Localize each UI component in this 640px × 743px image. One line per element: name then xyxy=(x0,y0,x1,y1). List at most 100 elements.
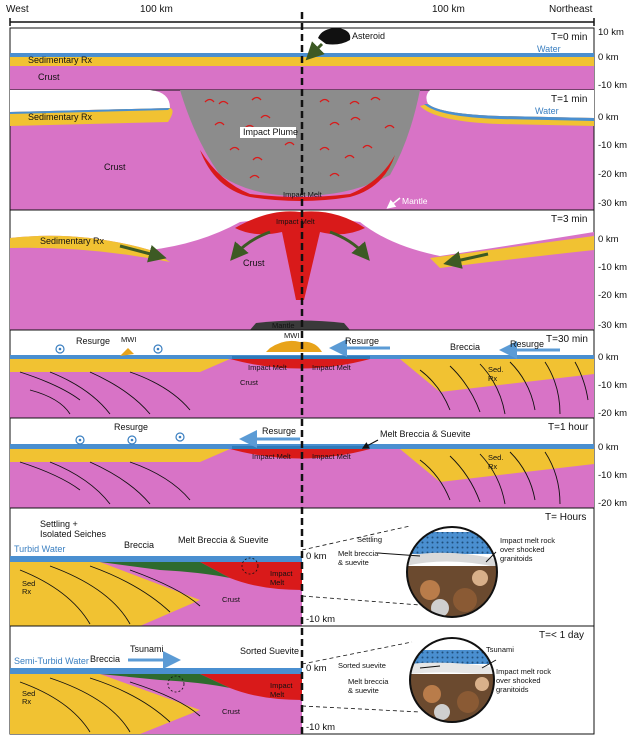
depth-tick: 0 km xyxy=(598,112,619,123)
resurge-left-label: Resurge xyxy=(76,336,110,346)
inset-tsunami-label: Tsunami xyxy=(486,645,514,654)
depth-tick: -10 km xyxy=(598,262,627,273)
inset-right-1: Impact melt rock xyxy=(500,536,555,545)
inset-melt-breccia-label: Melt breccia xyxy=(338,549,379,558)
settling-label: Settling + xyxy=(40,519,78,529)
mwi-center-label: MWI xyxy=(284,331,299,340)
sed-label: Sed. xyxy=(488,453,503,462)
panel-time: T=< 1 day xyxy=(539,630,584,641)
scale-left-label: 100 km xyxy=(140,4,173,15)
melt-label: Melt xyxy=(270,690,285,699)
resurge-arrow-label: Resurge xyxy=(262,426,296,436)
melt-breccia-label: Melt Breccia & Suevite xyxy=(380,429,471,439)
rx-label: Rx xyxy=(22,587,31,596)
depth-tick: 0 km xyxy=(598,352,619,363)
impact-melt-right: Impact Melt xyxy=(312,363,352,372)
depth-tick: -30 km xyxy=(598,198,627,209)
mantle-label: Mantle xyxy=(272,321,295,330)
panel-time: T=1 hour xyxy=(548,422,589,433)
header: West 100 km 100 km Northeast xyxy=(6,4,595,26)
panel-time: T=1 min xyxy=(551,94,587,105)
depth-tick: -20 km xyxy=(598,290,627,301)
crust-label: Crust xyxy=(222,595,241,604)
crust-label: Crust xyxy=(38,72,60,82)
depth-tick: 0 km xyxy=(598,234,619,245)
impact-melt-right: Impact Melt xyxy=(312,452,352,461)
crust-label: Crust xyxy=(222,707,241,716)
crust-label: Crust xyxy=(104,162,126,172)
inset-settling-label: Settling xyxy=(357,535,382,544)
resurge-center-label: Resurge xyxy=(345,336,379,346)
depth-tick: -20 km xyxy=(598,169,627,180)
impact-melt-left: Impact Melt xyxy=(252,452,292,461)
crust-label: Crust xyxy=(243,258,265,268)
panel-time: T=3 min xyxy=(551,214,587,225)
depth-tick: 0 km xyxy=(598,52,619,63)
resurge-right-label: Resurge xyxy=(510,339,544,349)
asteroid-shape xyxy=(318,28,351,45)
depth-tick: -10 km xyxy=(598,380,627,391)
sorted-suevite-label: Sorted Suevite xyxy=(240,646,299,656)
breccia-label: Breccia xyxy=(124,540,154,550)
scale-right-label: 100 km xyxy=(432,4,465,15)
rx-label: Rx xyxy=(488,374,497,383)
inset-right-2: over shocked xyxy=(496,676,541,685)
depth-tick: -10 km xyxy=(598,140,627,151)
inset-core-hours xyxy=(407,527,497,617)
panel-time: T=0 min xyxy=(551,32,587,43)
semi-turbid-water-label: Semi-Turbid Water xyxy=(14,656,89,666)
west-label: West xyxy=(6,4,29,15)
crust-label: Crust xyxy=(240,378,259,387)
inset-melt-breccia-label: Melt breccia xyxy=(348,677,389,686)
depth-tick: 0 km xyxy=(598,442,619,453)
impact-plume xyxy=(180,90,420,196)
turbulence-marks xyxy=(204,96,395,179)
sed-label: Sed xyxy=(22,579,35,588)
melt-breccia-label: Melt Breccia & Suevite xyxy=(178,535,269,545)
inset-suevite-label: & suevite xyxy=(348,686,379,695)
panel-t1min: Sedimentary Rx Water Impact Plume Crust … xyxy=(9,89,627,211)
seiches-label: Isolated Seiches xyxy=(40,529,107,539)
depth-tick: 10 km xyxy=(598,27,624,38)
breccia-label: Breccia xyxy=(450,342,480,352)
mantle-label: Mantle xyxy=(402,196,428,206)
depth-tick: -10 km xyxy=(598,470,627,481)
northeast-label: Northeast xyxy=(549,4,593,15)
inset-right-1: Impact melt rock xyxy=(496,667,551,676)
depth-tick: -20 km xyxy=(598,408,627,419)
depth-tick: -10 km xyxy=(306,722,335,733)
impact-label: Impact xyxy=(270,681,293,690)
sed-label: Sed xyxy=(22,689,35,698)
depth-tick: -30 km xyxy=(598,320,627,331)
inset-suevite-label: & suevite xyxy=(338,558,369,567)
impact-plume-label: Impact Plume xyxy=(243,127,298,137)
asteroid-label: Asteroid xyxy=(352,31,385,41)
inset-right-2: over shocked xyxy=(500,545,545,554)
turbid-water-label: Turbid Water xyxy=(14,544,65,554)
water-label: Water xyxy=(537,44,561,54)
panel-time: T= Hours xyxy=(545,512,586,523)
breccia-label: Breccia xyxy=(90,654,120,664)
panel-t0: Asteroid Water Sedimentary Rx Crust T=0 … xyxy=(9,27,627,91)
melt-label: Melt xyxy=(270,578,285,587)
depth-tick: -10 km xyxy=(598,80,627,91)
panel-thours: Settling + Isolated Seiches Breccia Turb… xyxy=(9,507,595,627)
depth-tick: 0 km xyxy=(306,551,327,562)
sedimentary-label: Sedimentary Rx xyxy=(28,112,93,122)
sedimentary-label: Sedimentary Rx xyxy=(28,55,93,65)
inset-right-3: granitoids xyxy=(496,685,529,694)
resurge-label: Resurge xyxy=(114,422,148,432)
sed-label: Sed. xyxy=(488,365,503,374)
tsunami-label: Tsunami xyxy=(130,644,164,654)
inset-sorted-label: Sorted suevite xyxy=(338,661,386,670)
impact-melt-left: Impact Melt xyxy=(248,363,288,372)
rx-label: Rx xyxy=(22,697,31,706)
panel-t3min: Sedimentary Rx Impact Melt Crust Mantle … xyxy=(9,209,627,331)
impact-label: Impact xyxy=(270,569,293,578)
sedimentary-label: Sedimentary Rx xyxy=(40,236,105,246)
depth-tick: -20 km xyxy=(598,498,627,509)
depth-tick: 0 km xyxy=(306,663,327,674)
inset-right-3: granitoids xyxy=(500,554,533,563)
water-label: Water xyxy=(535,106,559,116)
